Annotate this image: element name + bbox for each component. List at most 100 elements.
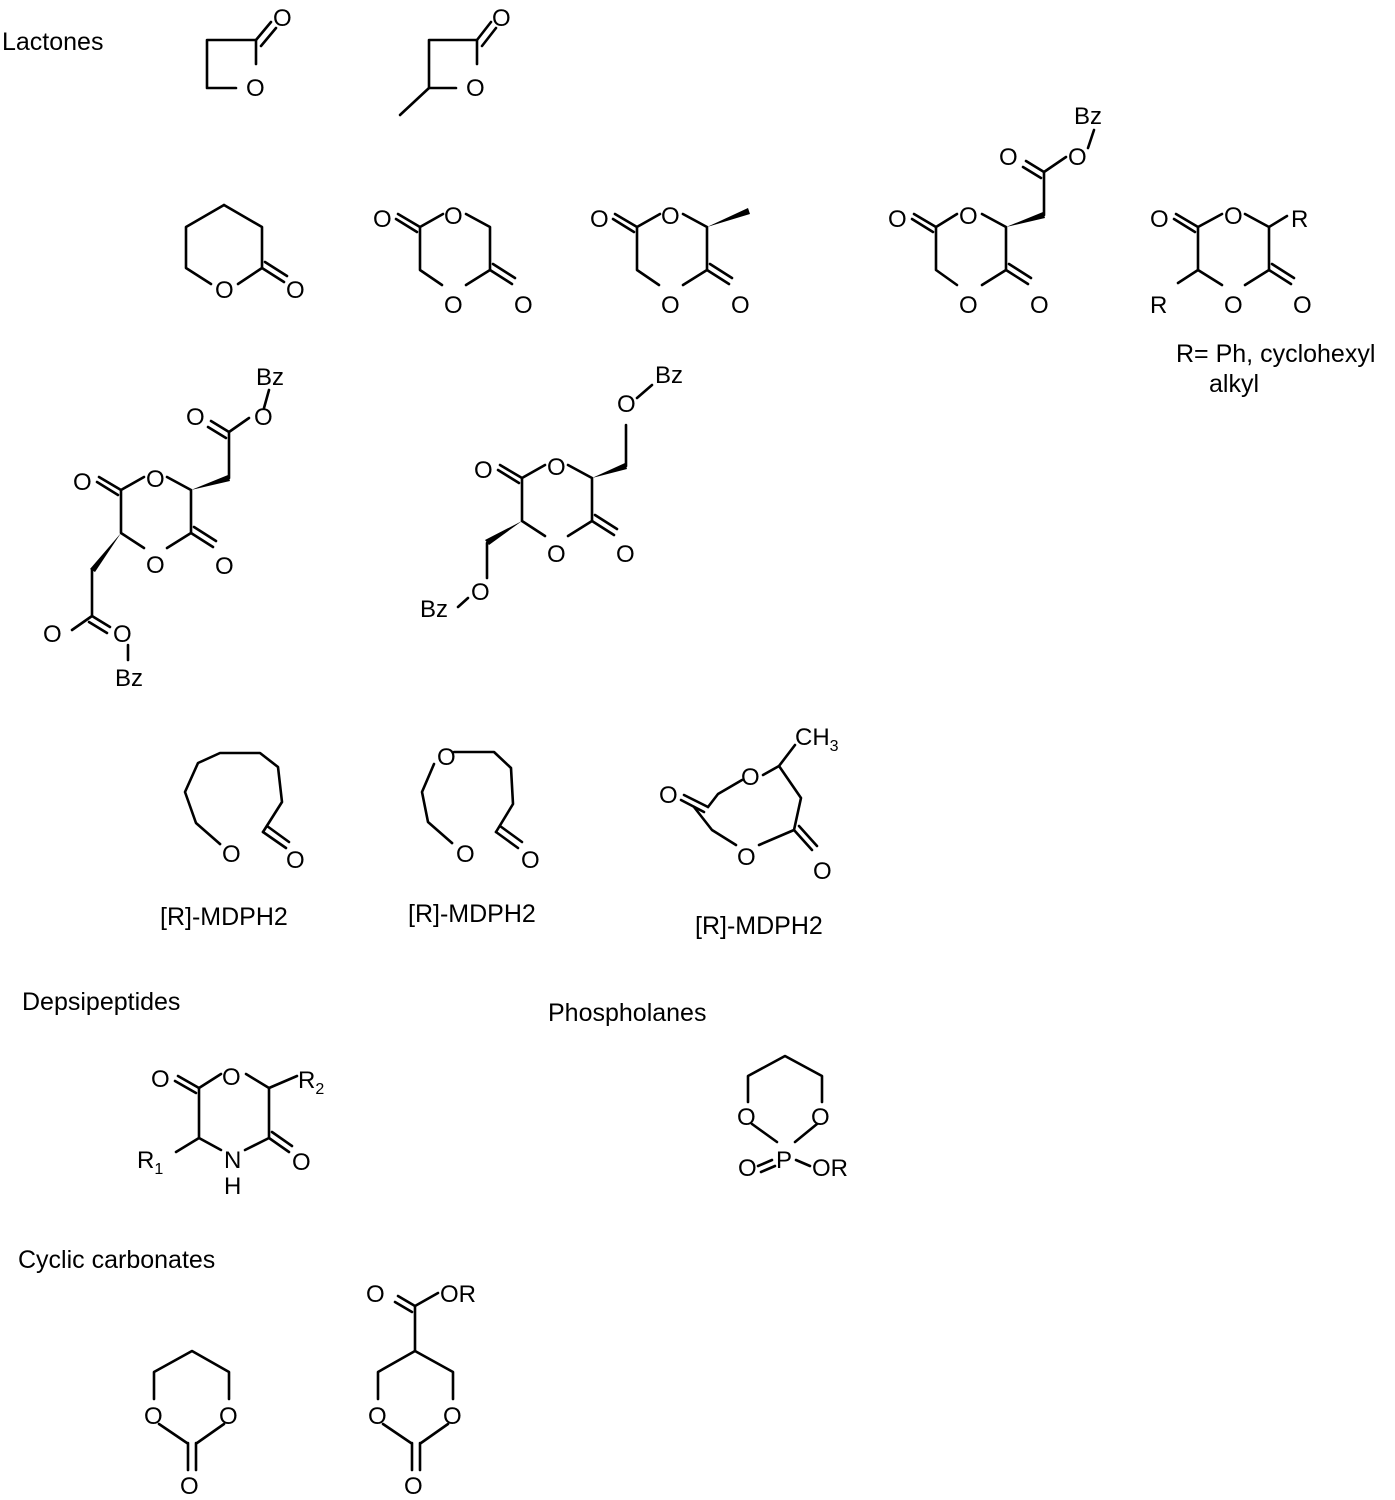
atom-o: O bbox=[547, 454, 566, 481]
atom-o: O bbox=[443, 1403, 462, 1430]
atom-o: O bbox=[471, 579, 490, 606]
atom-o: O bbox=[1150, 206, 1169, 233]
atom-o: O bbox=[215, 277, 234, 304]
atom-r: R bbox=[1291, 206, 1308, 233]
atom-or: OR bbox=[812, 1155, 848, 1182]
atom-o: O bbox=[590, 206, 609, 233]
atom-methyl: CH3 bbox=[795, 724, 839, 755]
atom-o: O bbox=[659, 782, 678, 809]
r-definition-line2: alkyl bbox=[1209, 370, 1259, 398]
structure-lactide: O O O O bbox=[590, 203, 750, 319]
structure-trimethylene-carbonate: O O O bbox=[144, 1349, 238, 1500]
atom-or: OR bbox=[440, 1281, 476, 1308]
atom-o: O bbox=[1068, 144, 1087, 171]
atom-p: P bbox=[776, 1147, 792, 1174]
structure-phospholane: O O P O OR bbox=[737, 1054, 848, 1182]
atom-o: O bbox=[144, 1403, 163, 1430]
atom-o: O bbox=[811, 1104, 830, 1131]
atom-bz: Bz bbox=[420, 596, 448, 623]
atom-o: O bbox=[1224, 203, 1243, 230]
heading-phospholanes: Phospholanes bbox=[548, 999, 706, 1027]
atom-o: O bbox=[444, 292, 463, 319]
atom-bz: Bz bbox=[256, 364, 284, 391]
atom-o: O bbox=[661, 292, 680, 319]
atom-o: O bbox=[222, 1064, 241, 1091]
atom-o: O bbox=[1030, 292, 1049, 319]
label-dioxepanone: [R]-MDPH2 bbox=[408, 900, 536, 928]
atom-o: O bbox=[222, 841, 241, 868]
atom-o: O bbox=[254, 404, 273, 431]
structure-dioxepanone: O O O [R]-MDPH2 bbox=[408, 744, 540, 928]
atom-o: O bbox=[731, 292, 750, 319]
structure-methyl-dioxepanedione: O O O O CH3 [R]-MDPH2 bbox=[659, 724, 839, 940]
atom-o: O bbox=[1293, 292, 1312, 319]
atom-o: O bbox=[547, 541, 566, 568]
atom-o: O bbox=[286, 277, 305, 304]
heading-cyclic-carbonates: Cyclic carbonates bbox=[18, 1246, 215, 1274]
atom-o: O bbox=[366, 1281, 385, 1308]
heading-lactones: Lactones bbox=[2, 28, 103, 56]
atom-o: O bbox=[246, 75, 265, 102]
atom-o: O bbox=[1224, 292, 1243, 319]
structure-glycolide: O O O O bbox=[373, 203, 533, 319]
atom-o: O bbox=[521, 847, 540, 874]
atom-o: O bbox=[292, 1149, 311, 1176]
atom-o: O bbox=[959, 292, 978, 319]
structure-propiolactone: O O bbox=[205, 5, 292, 102]
atom-o: O bbox=[146, 552, 165, 579]
atom-o: O bbox=[404, 1473, 423, 1495]
atom-o: O bbox=[437, 744, 456, 771]
structure-bis-benzyl-ester-glycolide: O O O O O O Bz O O Bz bbox=[43, 364, 284, 692]
atom-h: H bbox=[224, 1173, 241, 1200]
atom-o: O bbox=[959, 203, 978, 230]
atom-o: O bbox=[151, 1066, 170, 1093]
atom-o: O bbox=[813, 858, 832, 885]
structure-butyrolactone: O O bbox=[398, 5, 511, 117]
atom-o: O bbox=[215, 553, 234, 580]
structure-depsipeptide: O O O N H R2 R1 bbox=[137, 1064, 324, 1200]
atom-o: O bbox=[113, 621, 132, 648]
atom-o: O bbox=[373, 206, 392, 233]
atom-o: O bbox=[474, 457, 493, 484]
r-definition-line1: R= Ph, cyclohexyl bbox=[1176, 340, 1375, 368]
atom-o: O bbox=[738, 1155, 757, 1182]
atom-n: N bbox=[224, 1147, 241, 1174]
atom-r: R bbox=[1150, 292, 1167, 319]
atom-r1: R1 bbox=[137, 1147, 163, 1178]
atom-bz: Bz bbox=[1074, 103, 1102, 130]
heading-depsipeptides: Depsipeptides bbox=[22, 988, 180, 1016]
atom-o: O bbox=[444, 203, 463, 230]
atom-o: O bbox=[273, 5, 292, 32]
atom-o: O bbox=[186, 404, 205, 431]
atom-o: O bbox=[368, 1403, 387, 1430]
atom-o: O bbox=[73, 469, 92, 496]
structure-bis-benzyloxymethyl-glycolide: O O O O O Bz O Bz bbox=[420, 362, 683, 623]
atom-o: O bbox=[146, 466, 165, 493]
atom-o: O bbox=[616, 541, 635, 568]
structure-benzyl-glycolide: O O O O O O Bz bbox=[888, 103, 1102, 319]
atom-r2: R2 bbox=[298, 1067, 324, 1098]
atom-o: O bbox=[999, 144, 1018, 171]
atom-o: O bbox=[741, 764, 760, 791]
atom-o: O bbox=[456, 841, 475, 868]
atom-o: O bbox=[888, 206, 907, 233]
atom-o: O bbox=[617, 391, 636, 418]
structure-valerolactone: O O bbox=[184, 203, 305, 304]
atom-o: O bbox=[219, 1403, 238, 1430]
atom-o: O bbox=[737, 844, 756, 871]
label-caprolactone: [R]-MDPH2 bbox=[160, 903, 288, 931]
atom-bz: Bz bbox=[115, 665, 143, 692]
atom-o: O bbox=[737, 1104, 756, 1131]
structure-r-glycolide: O O O O R R bbox=[1150, 203, 1312, 319]
structure-caprolactone: O O [R]-MDPH2 bbox=[160, 751, 305, 931]
atom-o: O bbox=[661, 203, 680, 230]
label-methyl-dioxepanedione: [R]-MDPH2 bbox=[695, 912, 823, 940]
atom-o: O bbox=[466, 75, 485, 102]
atom-o: O bbox=[180, 1473, 199, 1495]
atom-o: O bbox=[286, 847, 305, 874]
atom-o: O bbox=[43, 621, 62, 648]
atom-o: O bbox=[492, 5, 511, 32]
atom-bz: Bz bbox=[655, 362, 683, 389]
atom-o: O bbox=[514, 292, 533, 319]
